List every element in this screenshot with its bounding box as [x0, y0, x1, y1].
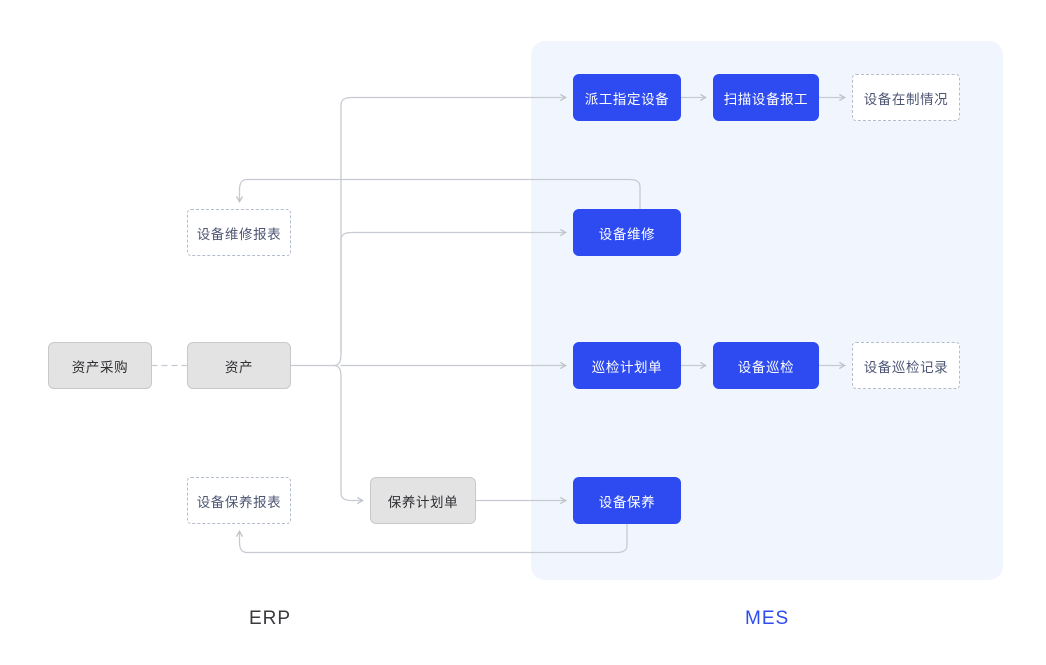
node-maintenance-plan[interactable]: 保养计划单 [370, 477, 476, 524]
node-repair-report[interactable]: 设备维修报表 [187, 209, 291, 256]
node-maintenance-report[interactable]: 设备保养报表 [187, 477, 291, 524]
node-patrol-record[interactable]: 设备巡检记录 [852, 342, 960, 389]
edge-asset-to-maint-plan [333, 364, 364, 504]
node-equipment-maintenance[interactable]: 设备保养 [573, 477, 681, 524]
node-asset[interactable]: 资产 [187, 342, 291, 389]
node-dispatch-equipment[interactable]: 派工指定设备 [573, 74, 681, 121]
node-patrol-plan[interactable]: 巡检计划单 [573, 342, 681, 389]
node-wip-status[interactable]: 设备在制情况 [852, 74, 960, 121]
node-equipment-repair[interactable]: 设备维修 [573, 209, 681, 256]
zone-label-erp: ERP [249, 608, 292, 629]
node-equipment-patrol[interactable]: 设备巡检 [713, 342, 819, 389]
zone-label-mes: MES [745, 608, 790, 629]
node-asset-purchase[interactable]: 资产采购 [48, 342, 152, 389]
node-scan-equipment-report[interactable]: 扫描设备报工 [713, 74, 819, 121]
